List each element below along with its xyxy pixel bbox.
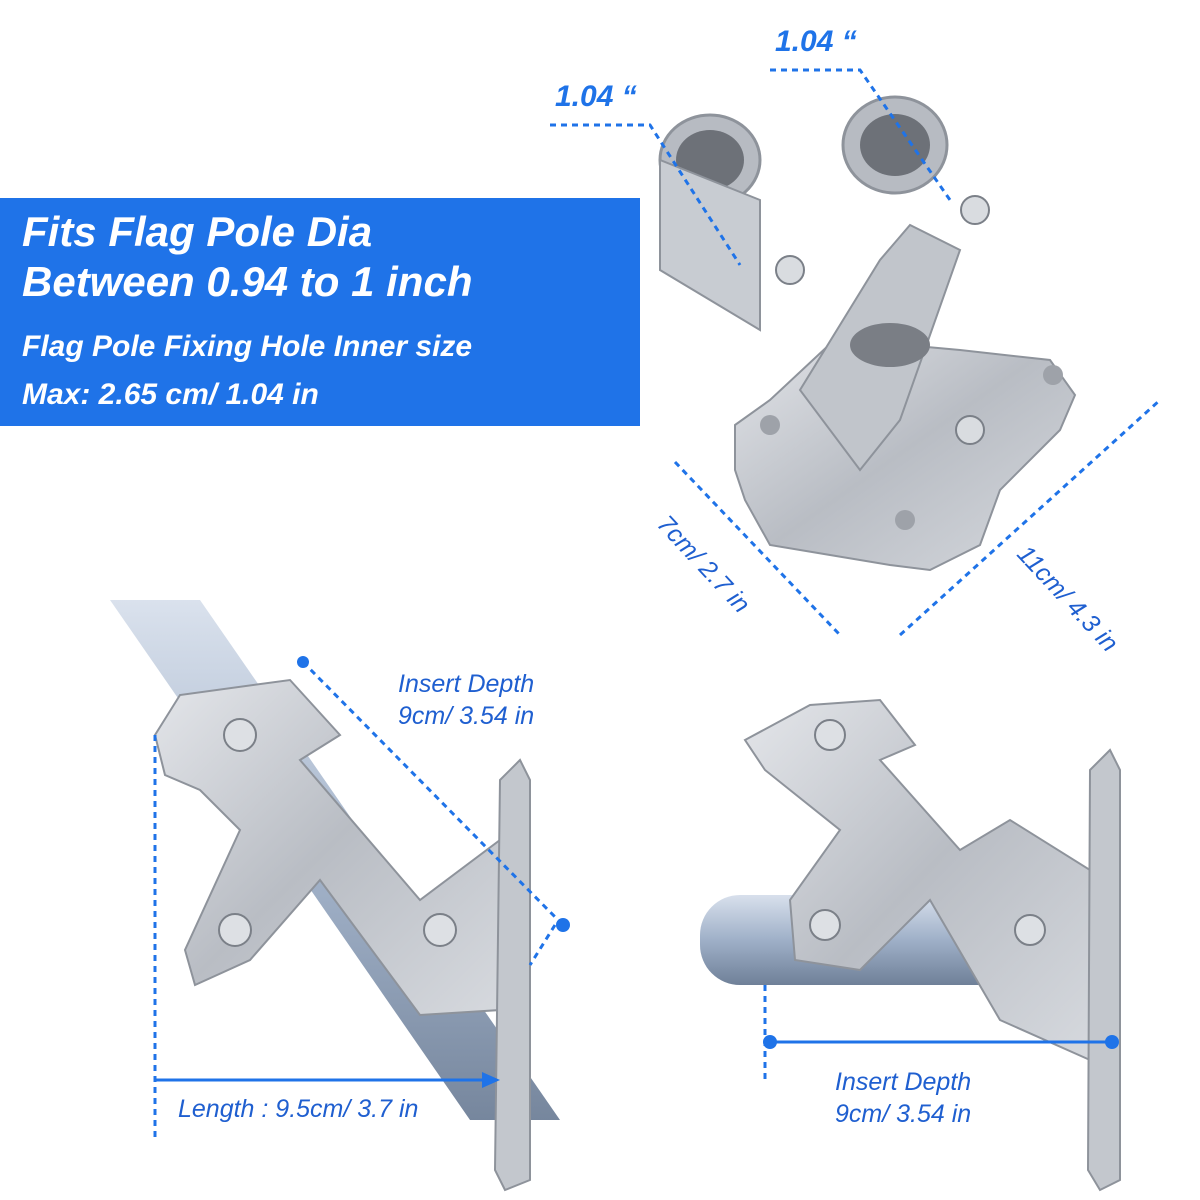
hole-right-leader [770, 68, 952, 201]
insert-depth-left-tick [528, 924, 557, 966]
length-arrowhead [482, 1072, 500, 1088]
insert-depth-left-label-line1: Insert Depth [398, 670, 535, 698]
insert-depth-right-label-line2: 9cm/ 3.54 in [835, 1100, 972, 1128]
hole-right-label: 1.04 “ [775, 25, 857, 58]
insert-depth-left-dot-top [297, 656, 309, 668]
dimension-markers [297, 656, 1119, 1088]
length-label: Length : 9.5cm/ 3.7 in [178, 1095, 419, 1123]
insert-depth-right-label-line1: Insert Depth [835, 1068, 972, 1096]
base-length-line [898, 398, 1162, 637]
hole-left-leader [550, 123, 742, 266]
dimension-lines [153, 68, 1162, 1140]
base-width-line [673, 460, 842, 637]
insert-depth-right-dot-right [1105, 1035, 1119, 1049]
banner-title-line1: Fits Flag Pole Dia [22, 208, 373, 255]
top-bracket-image [658, 95, 1077, 572]
info-banner [0, 198, 640, 426]
right-bracket-image [700, 698, 1121, 1192]
insert-depth-left-label-line2: 9cm/ 3.54 in [398, 702, 535, 730]
banner-subtitle-line2: Max: 2.65 cm/ 1.04 in [22, 378, 319, 411]
insert-depth-left-dot-bottom [556, 918, 570, 932]
insert-depth-left-line [301, 660, 565, 927]
hole-left-label: 1.04 “ [555, 80, 637, 113]
banner-title-line2: Between 0.94 to 1 inch [22, 258, 473, 305]
left-bracket-image [110, 600, 560, 1192]
insert-depth-right-dot-left [763, 1035, 777, 1049]
banner-subtitle-line1: Flag Pole Fixing Hole Inner size [22, 330, 473, 363]
